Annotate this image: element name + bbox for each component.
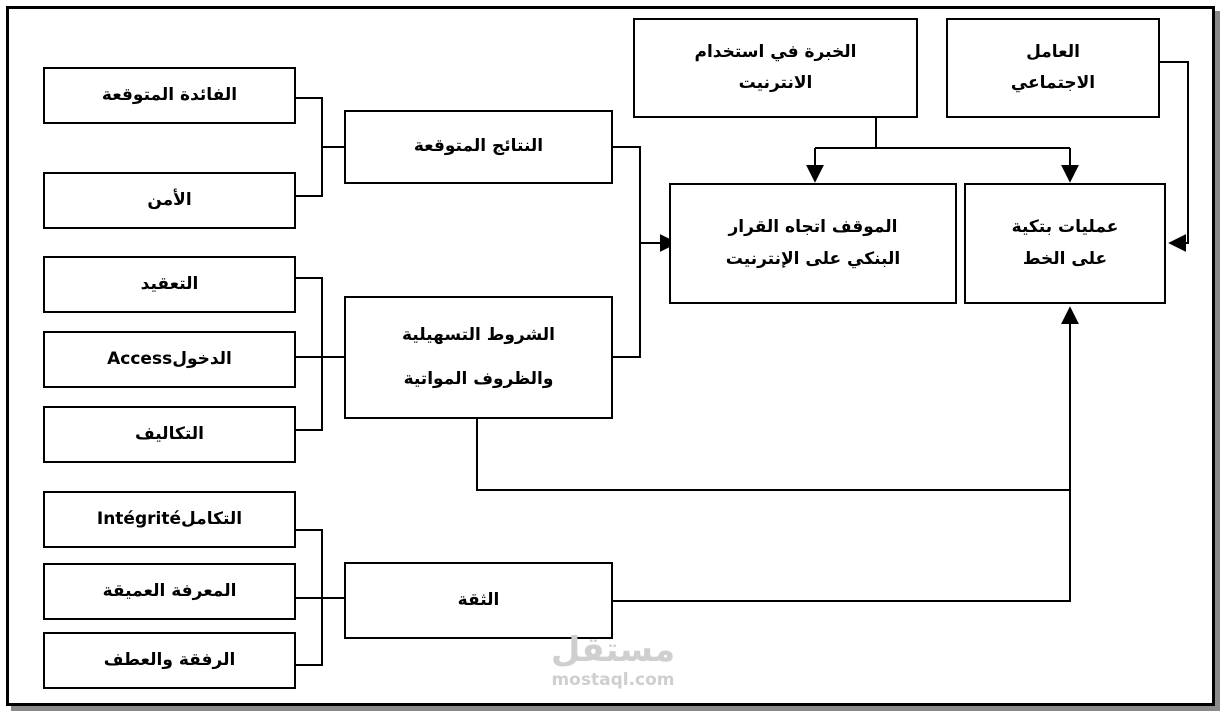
connector-experience-split xyxy=(815,118,1070,149)
node-access: الدخولAccess xyxy=(43,331,296,388)
node-complexity-label: التعقيد xyxy=(140,273,199,294)
node-internet-experience-line2: الانترنيت xyxy=(738,73,813,93)
node-expected-results: النتائج المتوقعة xyxy=(344,110,613,184)
node-adoption-line1: عمليات بتكية xyxy=(1011,217,1119,238)
node-deep-knowledge: المعرفة العميقة xyxy=(43,563,296,620)
connector-benefit-security xyxy=(295,97,323,197)
node-expected-results-label: النتائج المتوقعة xyxy=(413,136,544,157)
watermark-logo: مستقل mostaql.com xyxy=(538,630,688,690)
node-internet-experience: الخبرة في استخدام الانترنيت xyxy=(633,18,918,118)
connector-complexity-costs xyxy=(295,277,323,431)
node-attitude: الموقف اتجاه القرار البنكي على الإنترنيت xyxy=(669,183,957,304)
watermark-latin: mostaql.com xyxy=(551,670,675,690)
node-trust-label: الثقة xyxy=(457,589,500,610)
node-security: الأمن xyxy=(43,172,296,229)
arrow-social-to-adoption xyxy=(1160,61,1189,252)
node-integrity-label: التكاملIntégrité xyxy=(96,508,243,529)
connector-conditions-to-adoption xyxy=(476,418,1070,491)
node-internet-experience-line1: الخبرة في استخدام xyxy=(694,41,857,62)
node-complexity: التعقيد xyxy=(43,256,296,313)
node-adoption: عمليات بتكية على الخط xyxy=(964,183,1166,304)
node-social-factor: العامل الاجتماعي xyxy=(946,18,1160,118)
node-adoption-line2: على الخط xyxy=(1022,248,1108,269)
node-kindness-label: الرفقة والعطف xyxy=(103,649,236,670)
node-kindness: الرفقة والعطف xyxy=(43,632,296,689)
connector-results-conditions-to-attitude xyxy=(612,146,641,358)
node-attitude-line1: الموقف اتجاه القرار xyxy=(728,217,898,238)
node-social-factor-line2: الاجتماعي xyxy=(1010,73,1096,93)
node-social-factor-line1: العامل xyxy=(1026,41,1080,62)
node-expected-benefit: الفائدة المتوقعة xyxy=(43,67,296,124)
node-security-label: الأمن xyxy=(147,189,192,210)
node-expected-benefit-label: الفائدة المتوقعة xyxy=(101,84,238,105)
node-access-label: الدخولAccess xyxy=(107,348,232,369)
node-facilitating-conditions-line2: والظروف المواتية xyxy=(403,368,554,389)
node-deep-knowledge-label: المعرفة العميقة xyxy=(102,580,237,601)
node-costs-label: التكاليف xyxy=(135,423,204,444)
node-facilitating-conditions-line1: الشروط التسهيلية xyxy=(401,325,556,346)
node-costs: التكاليف xyxy=(43,406,296,463)
node-trust: الثقة xyxy=(344,562,613,639)
node-attitude-line2: البنكي على الإنترنيت xyxy=(725,248,901,269)
node-integrity: التكاملIntégrité xyxy=(43,491,296,548)
node-facilitating-conditions: الشروط التسهيلية والظروف المواتية xyxy=(344,296,613,419)
connector-trust-to-adoption xyxy=(612,490,1071,602)
watermark-arabic: مستقل xyxy=(550,630,676,670)
